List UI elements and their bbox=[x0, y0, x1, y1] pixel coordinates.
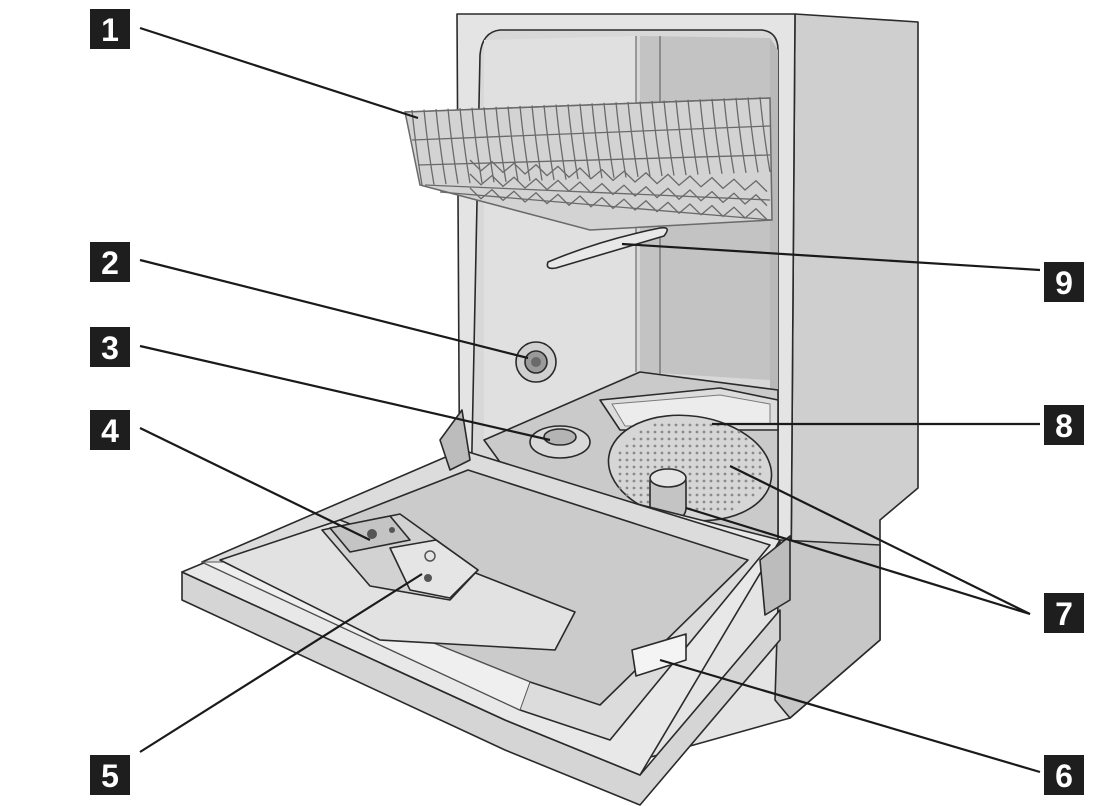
callout-2: 2 bbox=[90, 242, 130, 282]
filter-cylinder-top bbox=[650, 469, 686, 487]
tub-left-wall bbox=[484, 36, 636, 440]
callout-6: 6 bbox=[1044, 755, 1084, 795]
rinse-aid-dot bbox=[389, 527, 395, 533]
callout-5: 5 bbox=[90, 755, 130, 795]
salt-container-top bbox=[544, 429, 576, 445]
callout-8: 8 bbox=[1044, 405, 1084, 445]
detergent-lid-catch bbox=[424, 574, 432, 582]
callout-9-label: 9 bbox=[1055, 265, 1073, 301]
rinse-aid-indicator bbox=[367, 529, 377, 539]
callout-3: 3 bbox=[90, 327, 130, 367]
callout-4-label: 4 bbox=[101, 413, 119, 449]
callout-1-label: 1 bbox=[101, 12, 119, 48]
callout-7: 7 bbox=[1044, 593, 1084, 633]
leader-4 bbox=[140, 428, 370, 540]
leader-1 bbox=[140, 28, 418, 118]
callout-6-label: 6 bbox=[1055, 758, 1073, 794]
callout-3-label: 3 bbox=[101, 330, 119, 366]
callout-8-label: 8 bbox=[1055, 408, 1073, 444]
callout-2-label: 2 bbox=[101, 245, 119, 281]
callout-7-label: 7 bbox=[1055, 596, 1073, 632]
callout-9: 9 bbox=[1044, 262, 1084, 302]
water-inlet-hub bbox=[531, 357, 541, 367]
water-inlet bbox=[516, 342, 556, 382]
callout-4: 4 bbox=[90, 410, 130, 450]
callout-1: 1 bbox=[90, 9, 130, 49]
callout-5-label: 5 bbox=[101, 758, 119, 794]
